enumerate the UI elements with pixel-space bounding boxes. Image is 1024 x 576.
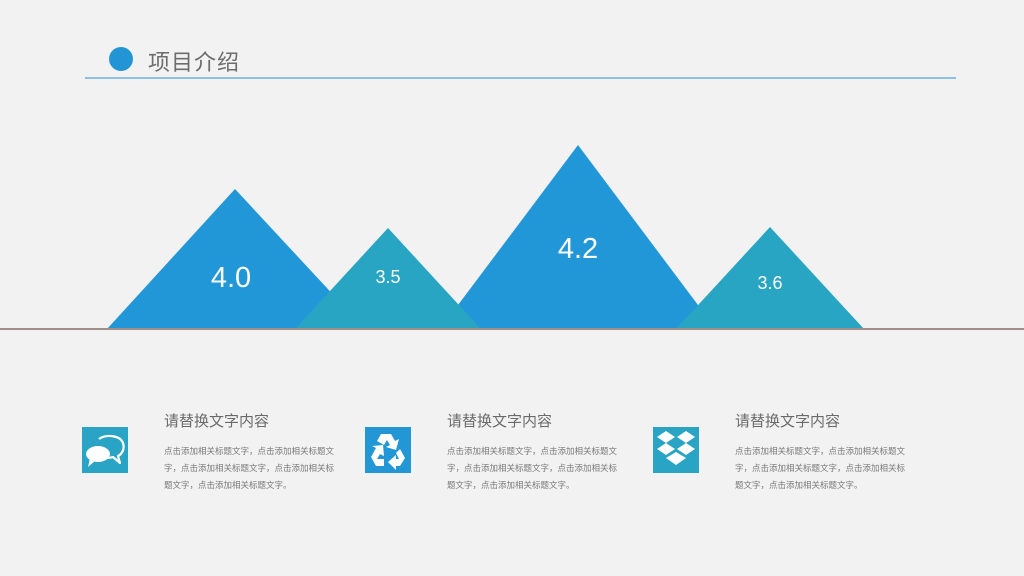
card-2-body: 点击添加相关标题文字，点击添加相关标题文字，点击添加相关标题文字，点击添加相关标…: [447, 446, 618, 490]
card-3-body: 点击添加相关标题文字，点击添加相关标题文字，点击添加相关标题文字，点击添加相关标…: [735, 446, 906, 490]
peak-3: [440, 145, 716, 329]
chart-baseline: [0, 328, 1024, 330]
peak-3-value: 4.2: [558, 233, 598, 265]
card-1-heading: 请替换文字内容: [164, 413, 270, 430]
card-2-heading: 请替换文字内容: [447, 413, 553, 430]
peak-2: [295, 228, 481, 329]
chat-bubbles-icon: [82, 427, 128, 473]
recycle-icon: [365, 427, 411, 473]
card-1-body: 点击添加相关标题文字，点击添加相关标题文字，点击添加相关标题文字，点击添加相关标…: [164, 446, 335, 490]
peak-2-value: 3.5: [375, 267, 400, 287]
dropbox-icon: [653, 427, 699, 473]
peak-4: [676, 227, 864, 329]
title-underline: [85, 77, 956, 79]
card-3-heading: 请替换文字内容: [735, 413, 841, 430]
title-bullet-dot: [109, 47, 133, 71]
peak-1-value: 4.0: [211, 262, 251, 294]
page-title: 项目介绍: [148, 50, 241, 75]
peak-1: [107, 189, 365, 329]
peak-4-value: 3.6: [757, 273, 782, 293]
